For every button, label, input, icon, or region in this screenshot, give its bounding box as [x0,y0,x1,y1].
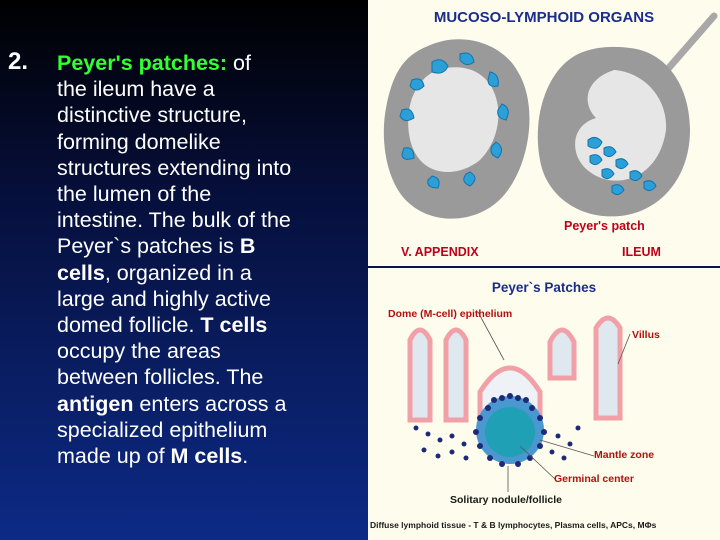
text-run: occupy the areas [57,339,221,364]
label-germinal-center: Germinal center [554,473,634,485]
bold-text: B [239,234,256,259]
figure-footer: Diffuse lymphoid tissue - T & B lymphocy… [370,520,657,530]
term-peyers-patches: Peyer's patches: [57,51,228,75]
text-run: the ileum have a [57,77,215,102]
text-run: , organized in a [104,260,252,285]
label-appendix: V. APPENDIX [401,245,479,259]
text-run: structures extending into [57,155,292,180]
bold-text: cells [57,260,105,285]
label-peyers-patch: Peyer's patch [564,219,645,233]
text-run: specialized epithelium [57,417,268,442]
bold-text: T cells [200,313,268,338]
organs-diagram [383,12,718,219]
text-run: the lumen of the [57,182,212,207]
figure-peyers-patches: Peyer`s Patches Dome (M-cell) epithelium… [368,268,720,540]
label-villus: Villus [632,329,660,341]
text-run: intestine. The bulk of the [57,208,291,233]
item-number: 2. [8,48,29,75]
germinal-center [485,407,535,457]
ileum-cross-section [537,12,718,217]
text-run: large and highly active [57,286,271,311]
text-run: between follicles. The [57,365,264,390]
bold-text: antigen [57,391,134,416]
text-run: domed follicle. [57,313,201,338]
text-run: distinctive structure, [57,103,247,128]
text-run: . [242,444,249,469]
figure-bottom-title: Peyer`s Patches [491,280,597,295]
label-ileum: ILEUM [622,245,661,259]
lymphocytes [413,393,581,467]
label-mantle-zone: Mantle zone [594,449,655,461]
text-run: Peyer`s patches is [57,234,240,259]
text-run: forming domelike [57,129,221,154]
label-solitary-nodule: Solitary nodule/follicle [450,494,563,506]
peyers-patch-diagram [407,311,631,492]
label-dome-epithelium: Dome (M-cell) epithelium [388,308,513,320]
bold-text: M cells [170,444,243,469]
text-run: enters across a [133,391,287,416]
text-run: made up of [57,444,171,469]
villi [407,315,623,423]
figure-top-title: MUCOSO-LYMPHOID ORGANS [433,9,655,26]
pointer-lines [477,311,631,492]
text-run: of [227,51,251,75]
figure-mucoso-lymphoid-organs: MUCOSO-LYMPHOID ORGANS Peyer's patch V. … [368,0,720,266]
appendix-cross-section [383,39,530,219]
